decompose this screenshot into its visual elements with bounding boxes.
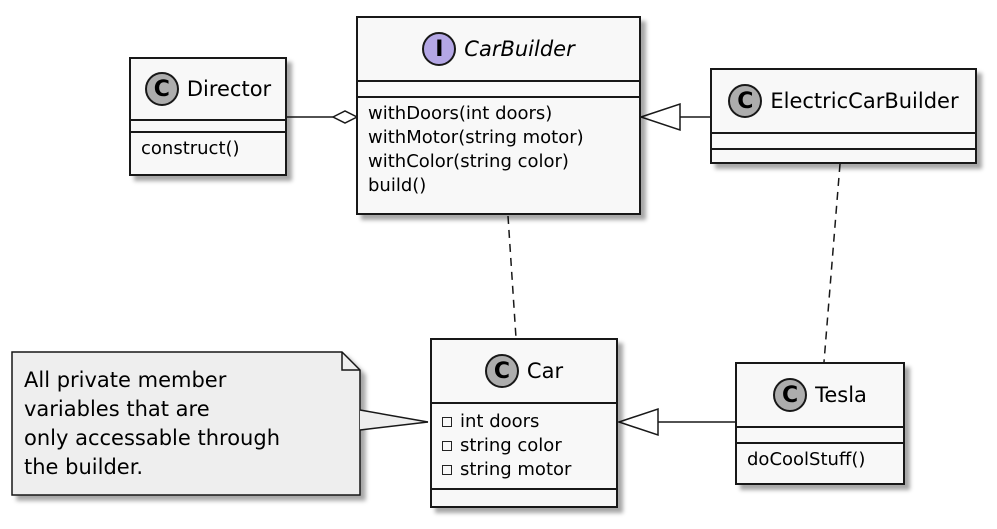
tesla-class[interactable]: C Tesla doCoolStuff() [735, 362, 905, 485]
private-visibility-icon [442, 441, 452, 451]
carbuilder-interface[interactable]: I CarBuilder withDoors(int doors) withMo… [356, 16, 641, 215]
class-icon: C [728, 84, 763, 118]
class-name: Director [186, 77, 272, 101]
note-shape [11, 351, 361, 496]
attribute-row: string motor [442, 458, 606, 482]
private-visibility-icon [442, 465, 452, 475]
method-row: construct() [141, 138, 240, 159]
note-line: All private member [24, 368, 227, 392]
attribute-row: int doors [442, 410, 606, 434]
class-name: Car [526, 359, 564, 383]
class-icon: C [144, 72, 179, 106]
inheritance-triangle-icon [616, 407, 659, 437]
class-icon: C [484, 354, 519, 388]
electric-tesla-dependency [823, 163, 841, 363]
method-row: build() [368, 175, 427, 196]
builder-car-dependency [507, 215, 517, 339]
inheritance-triangle-icon [638, 102, 681, 132]
private-visibility-icon [442, 417, 452, 427]
class-name: Tesla [815, 383, 867, 407]
method-row: withDoors(int doors) [368, 103, 553, 124]
note-line: only accessable through [24, 426, 280, 450]
note: All private member variables that are on… [12, 352, 360, 495]
interface-name: CarBuilder [464, 37, 575, 61]
class-icon: C [773, 378, 808, 412]
note-line: variables that are [24, 397, 210, 421]
car-class[interactable]: C Car int doors string color string moto… [430, 338, 618, 508]
electriccarbuilder-class[interactable]: C ElectricCarBuilder [710, 68, 977, 164]
method-row: doCoolStuff() [747, 449, 866, 470]
aggregation-diamond-icon [331, 110, 359, 124]
note-line: the builder. [24, 455, 144, 479]
director-class[interactable]: C Director construct() [129, 57, 287, 176]
attribute-row: string color [442, 434, 606, 458]
note-connector [360, 410, 428, 430]
interface-icon: I [422, 32, 457, 66]
method-row: withColor(string color) [368, 151, 569, 172]
method-row: withMotor(string motor) [368, 127, 584, 148]
class-name: ElectricCarBuilder [770, 89, 959, 113]
